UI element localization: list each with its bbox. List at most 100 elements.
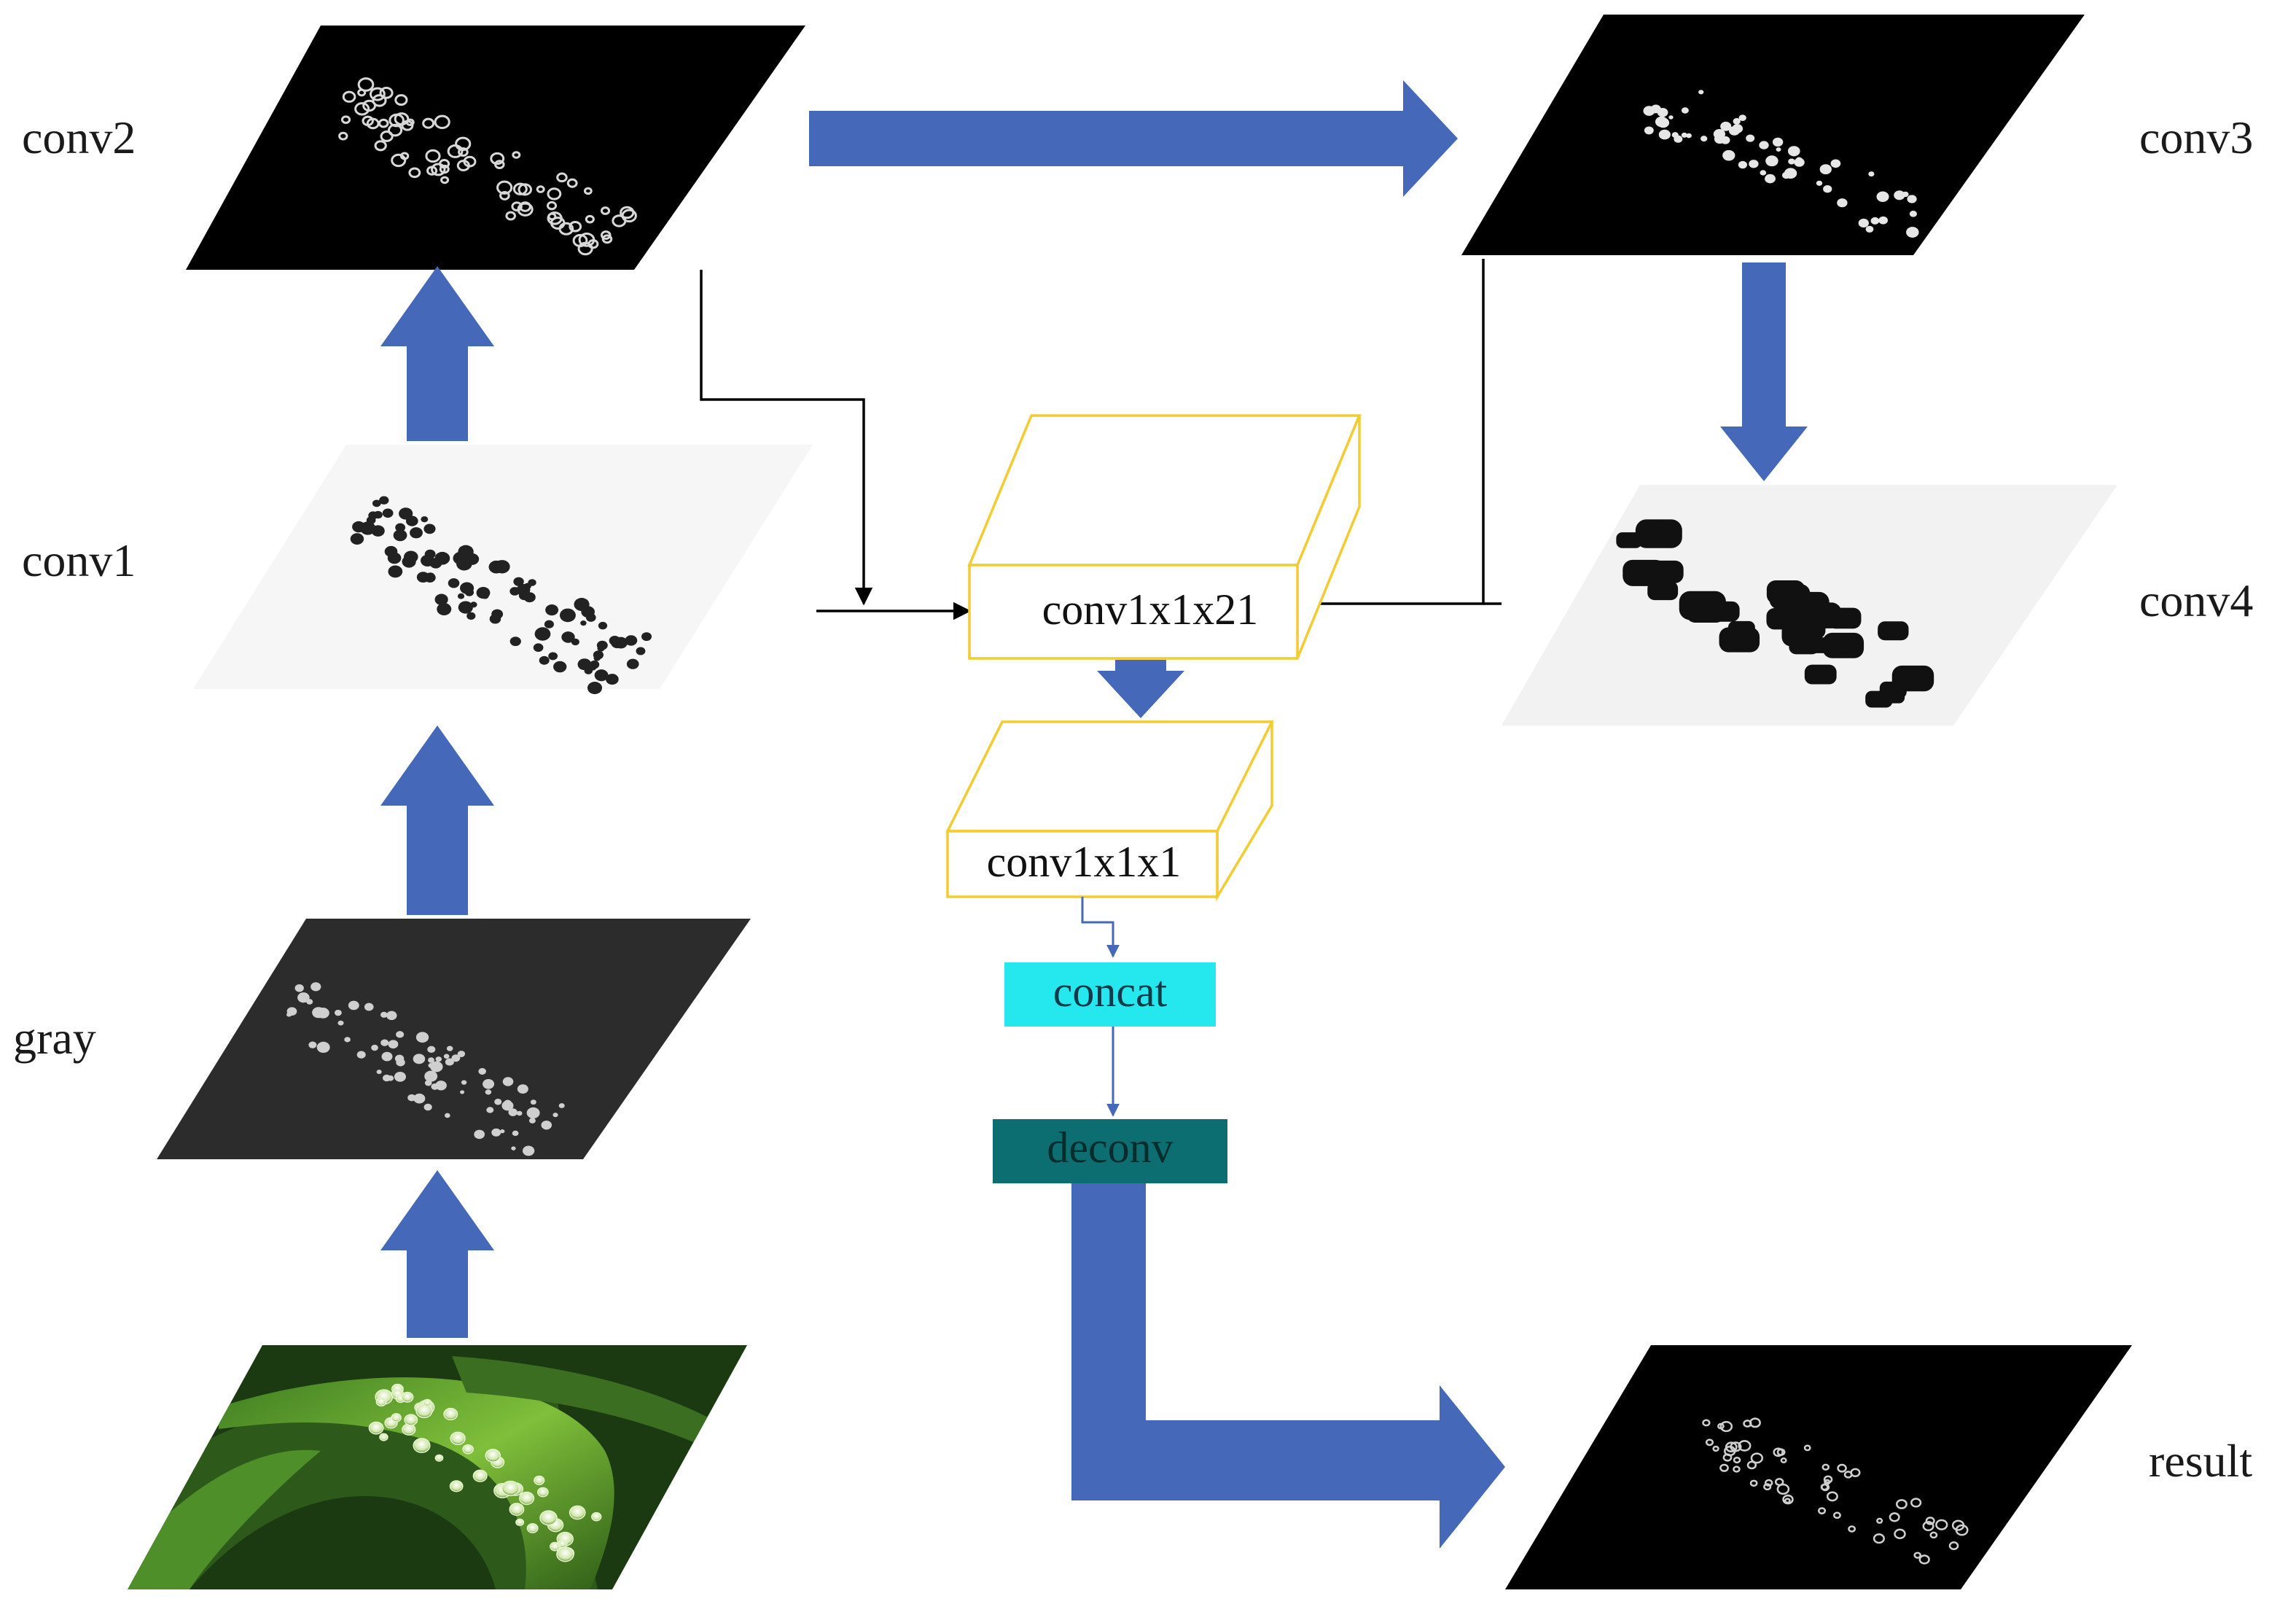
droplet-spot — [1746, 1460, 1757, 1470]
droplet-spot — [519, 201, 531, 212]
droplet-spot — [1816, 180, 1823, 186]
droplet-spot — [1925, 1517, 1935, 1525]
droplet-spot — [354, 102, 370, 116]
droplet-spot — [501, 1480, 520, 1497]
arrow-conv3-to-conv4 — [1720, 262, 1808, 481]
droplet-spot — [474, 1129, 485, 1140]
droplet-spot — [388, 1040, 399, 1049]
droplet-spot — [410, 527, 423, 539]
concat-label: concat — [1053, 968, 1168, 1016]
droplet-spot — [614, 636, 628, 649]
droplet-spot — [1910, 1498, 1922, 1508]
droplet-spot — [1658, 129, 1671, 140]
droplet-spot — [1918, 1554, 1930, 1565]
droplet-spot — [1730, 1441, 1742, 1452]
droplet-spot — [413, 1054, 426, 1064]
droplet-spot — [1705, 1438, 1714, 1447]
droplet-spot — [449, 1480, 464, 1492]
droplet-spot — [423, 572, 436, 583]
droplet-spot — [478, 1067, 487, 1075]
droplet-spot — [583, 187, 593, 195]
droplet-spot — [606, 674, 619, 685]
droplet-spot — [597, 645, 605, 652]
droplet-spot — [1668, 115, 1674, 120]
droplet-spot — [340, 115, 351, 124]
droplet-spot — [311, 982, 321, 992]
droplet-spot — [1784, 1498, 1791, 1504]
droplet-spot — [1763, 1483, 1772, 1491]
droplet-spot — [1832, 1511, 1841, 1519]
droplet-spot — [368, 1421, 384, 1435]
droplet-spot — [408, 167, 421, 179]
droplet-spot — [518, 183, 532, 196]
droplet-spot — [1822, 632, 1864, 658]
droplet-spot — [1870, 217, 1880, 225]
droplet-spot — [569, 1505, 586, 1520]
droplet-spot — [443, 1054, 450, 1059]
droplet-spot — [1766, 580, 1805, 604]
droplet-spot — [391, 1413, 402, 1422]
droplet-spot — [435, 1056, 442, 1062]
deconv-label: deconv — [1047, 1124, 1173, 1172]
droplet-spot — [553, 661, 567, 673]
gray-feature-map — [157, 919, 751, 1159]
droplet-spot — [1826, 1491, 1838, 1502]
droplet-spot — [1764, 1479, 1773, 1487]
droplet-spot — [551, 607, 558, 613]
droplet-spot — [569, 220, 582, 233]
droplet-spot — [536, 1487, 549, 1498]
droplet-spot — [1738, 114, 1746, 121]
droplet-spot — [491, 1128, 501, 1137]
droplet-spot — [517, 1084, 528, 1094]
droplet-spot — [476, 587, 491, 599]
droplet-spot — [450, 1431, 466, 1446]
droplet-spot — [394, 1072, 406, 1082]
droplet-spot — [1876, 191, 1889, 203]
droplet-spot — [462, 1444, 474, 1455]
droplet-spot — [1821, 1483, 1830, 1492]
droplet-spot — [591, 1512, 602, 1522]
droplet-spot — [422, 117, 435, 129]
droplet-spot — [379, 496, 389, 505]
droplet-spot — [1644, 126, 1654, 135]
droplet-spot — [544, 620, 554, 628]
conv2-feature-map — [186, 26, 805, 270]
droplet-spot — [509, 587, 520, 596]
droplet-spot — [548, 652, 558, 661]
conv4-label: conv4 — [2139, 575, 2253, 626]
droplet-spot — [1729, 126, 1741, 136]
droplet-spot — [513, 577, 524, 586]
droplet-spot — [357, 88, 367, 97]
droplet-spot — [485, 1089, 492, 1095]
droplet-spot — [1686, 133, 1692, 139]
arrow-photo-to-gray — [380, 1170, 494, 1338]
droplet-spot — [1935, 1519, 1948, 1530]
droplet-spot — [541, 1120, 552, 1130]
droplet-spot — [1766, 607, 1802, 630]
droplet-spot — [443, 1407, 458, 1421]
droplet-spot — [587, 682, 603, 695]
droplet-spot — [489, 614, 501, 624]
droplet-spot — [434, 593, 448, 605]
droplet-spot — [430, 1061, 443, 1072]
droplet-spot — [1738, 1440, 1752, 1452]
droplet-spot — [577, 658, 592, 671]
droplet-spot — [536, 185, 545, 193]
droplet-spot — [519, 1491, 535, 1506]
droplet-spot — [1773, 1447, 1784, 1457]
droplet-spot — [375, 1397, 387, 1407]
droplet-spot — [626, 658, 639, 669]
droplet-spot — [612, 214, 627, 227]
droplet-spot — [1733, 1456, 1741, 1464]
droplet-spot — [357, 77, 375, 92]
droplet-spot — [445, 1058, 454, 1066]
concat-box — [1004, 962, 1216, 1027]
droplet-spot — [1681, 107, 1689, 114]
droplet-spot — [512, 182, 528, 195]
droplet-spot — [505, 211, 516, 221]
droplet-spot — [1879, 681, 1907, 698]
input-photo — [128, 1345, 747, 1589]
droplet-spot — [512, 1130, 519, 1137]
droplet-spot — [580, 620, 587, 626]
